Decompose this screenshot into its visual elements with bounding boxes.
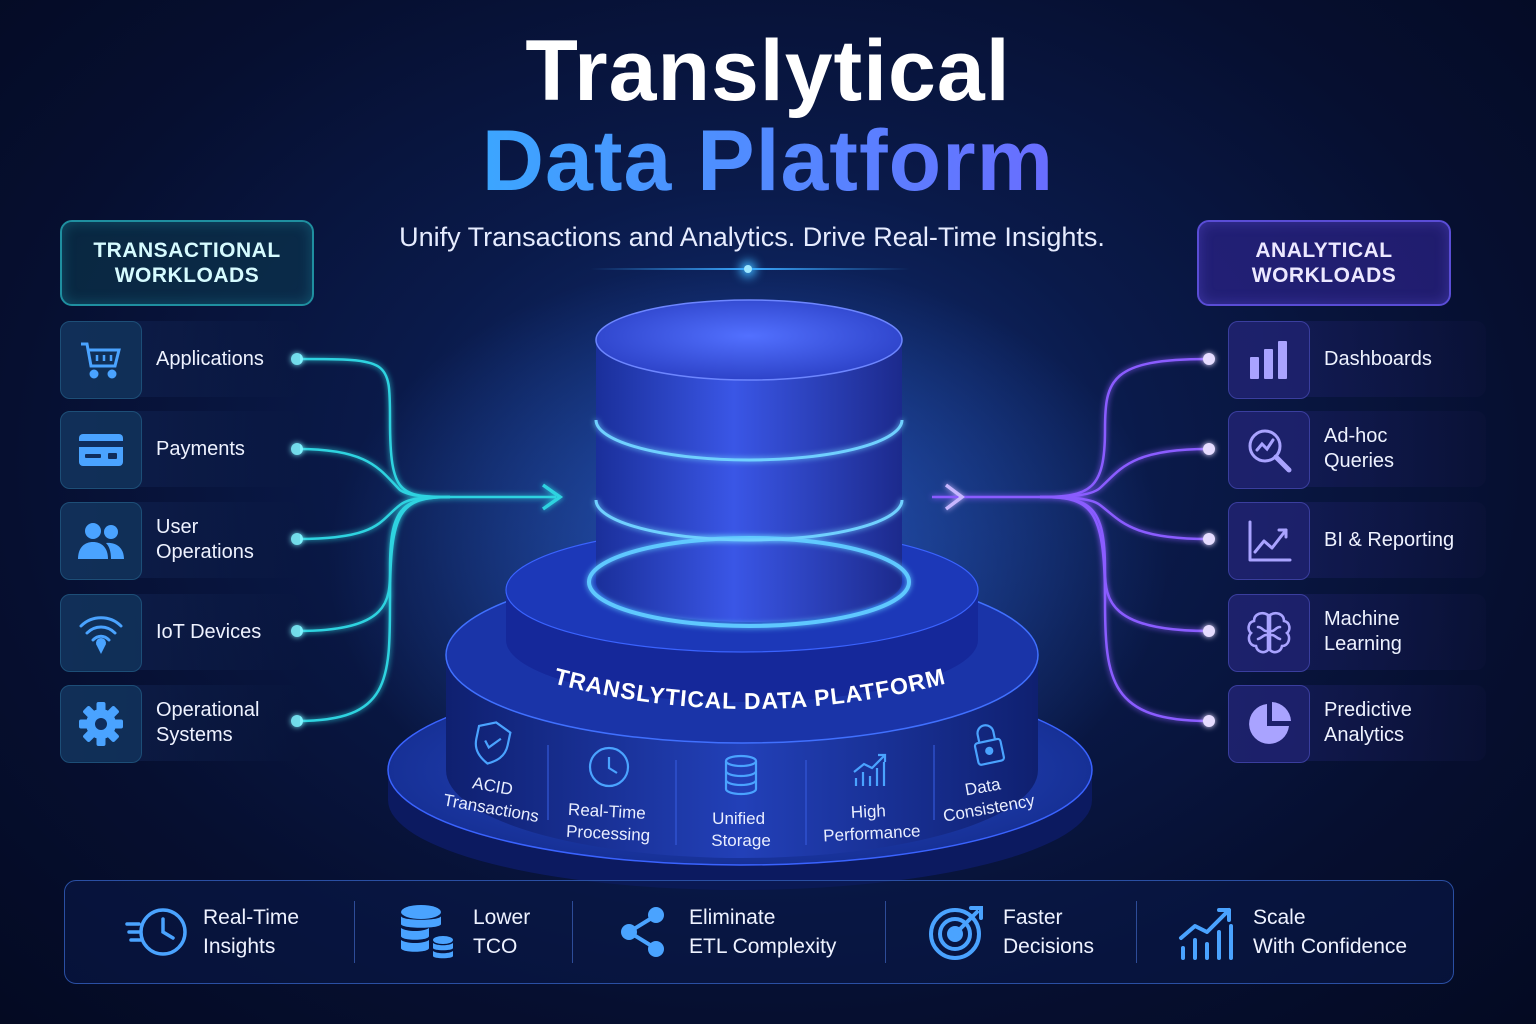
page-title: Translytical	[525, 23, 1011, 119]
page-title-secondary: Data Platform	[0, 112, 1536, 211]
database-coins-icon	[395, 900, 459, 964]
pie-chart-icon	[1228, 685, 1310, 763]
transactional-item-payments: Payments	[60, 411, 300, 489]
benefit-divider	[1136, 901, 1137, 963]
feature-label-acid: ACID Transactions	[442, 769, 544, 826]
transactional-item-applications: Applications	[60, 321, 300, 399]
connector-iot-devices	[297, 495, 451, 633]
target-icon	[925, 900, 989, 964]
growth-arrow-icon	[1175, 900, 1239, 964]
benefit-divider	[885, 901, 886, 963]
connector-operational-systems	[297, 495, 451, 723]
brain-icon	[1228, 594, 1310, 672]
database-cylinder	[587, 299, 911, 628]
wifi-icon	[60, 594, 142, 672]
line-chart-icon	[1228, 502, 1310, 580]
connector-payments	[297, 447, 451, 499]
platform-upper-tier	[505, 527, 979, 702]
transactional-connectors	[297, 357, 564, 723]
feature-label-consistency: Data Consistency	[938, 769, 1037, 826]
analytical-item-bi-reporting: BI & Reporting	[1228, 502, 1486, 580]
shopping-cart-icon	[60, 321, 142, 399]
analytical-connectors	[932, 357, 1209, 723]
lock-icon	[973, 724, 1006, 766]
platform-halo	[328, 260, 1168, 860]
connector-user-operations	[297, 495, 451, 541]
arrow-head-left	[541, 483, 564, 511]
users-icon	[60, 502, 142, 580]
connector-machine-learning	[1039, 495, 1209, 633]
feature-label-unified: Unified Storage	[711, 809, 771, 850]
connector-applications	[297, 357, 451, 499]
growth-chart-icon	[853, 753, 887, 786]
arrow-head-right	[944, 483, 965, 511]
analytical-connector-dots	[1203, 353, 1215, 727]
platform-ring-label: TRANSLYTICAL DATA PLATFORM	[552, 663, 948, 714]
page-subtitle: Unify Transactions and Analytics. Drive …	[399, 222, 1105, 252]
magnifier-chart-icon	[1228, 411, 1310, 489]
connector-adhoc-queries	[1039, 447, 1209, 499]
gear-icon	[60, 685, 142, 763]
benefit-divider	[354, 901, 355, 963]
connector-dashboards	[1039, 357, 1209, 499]
bar-chart-icon	[1228, 321, 1310, 399]
benefit-divider	[572, 901, 573, 963]
credit-card-icon	[60, 411, 142, 489]
feature-dividers	[547, 745, 935, 845]
glow-dot	[744, 265, 752, 273]
feature-label-realtime: Real-Time Processing	[566, 800, 652, 845]
fast-clock-icon	[125, 900, 189, 964]
platform-base	[387, 674, 1093, 890]
transactional-item-iot-devices: IoT Devices	[60, 594, 300, 672]
shield-check-icon	[474, 721, 512, 765]
feature-icons	[474, 721, 1006, 796]
analytical-item-dashboards: Dashboards	[1228, 321, 1486, 399]
feature-label-performance: High Performance	[822, 799, 921, 845]
database-icon	[724, 754, 758, 796]
clock-icon	[588, 746, 630, 788]
connector-predictive-analytics	[1039, 495, 1209, 723]
share-nodes-icon	[611, 900, 675, 964]
platform-ring	[445, 566, 1039, 858]
feature-labels: ACID Transactions Real-Time Processing U…	[442, 769, 1037, 850]
connector-bi-reporting	[1039, 495, 1209, 541]
